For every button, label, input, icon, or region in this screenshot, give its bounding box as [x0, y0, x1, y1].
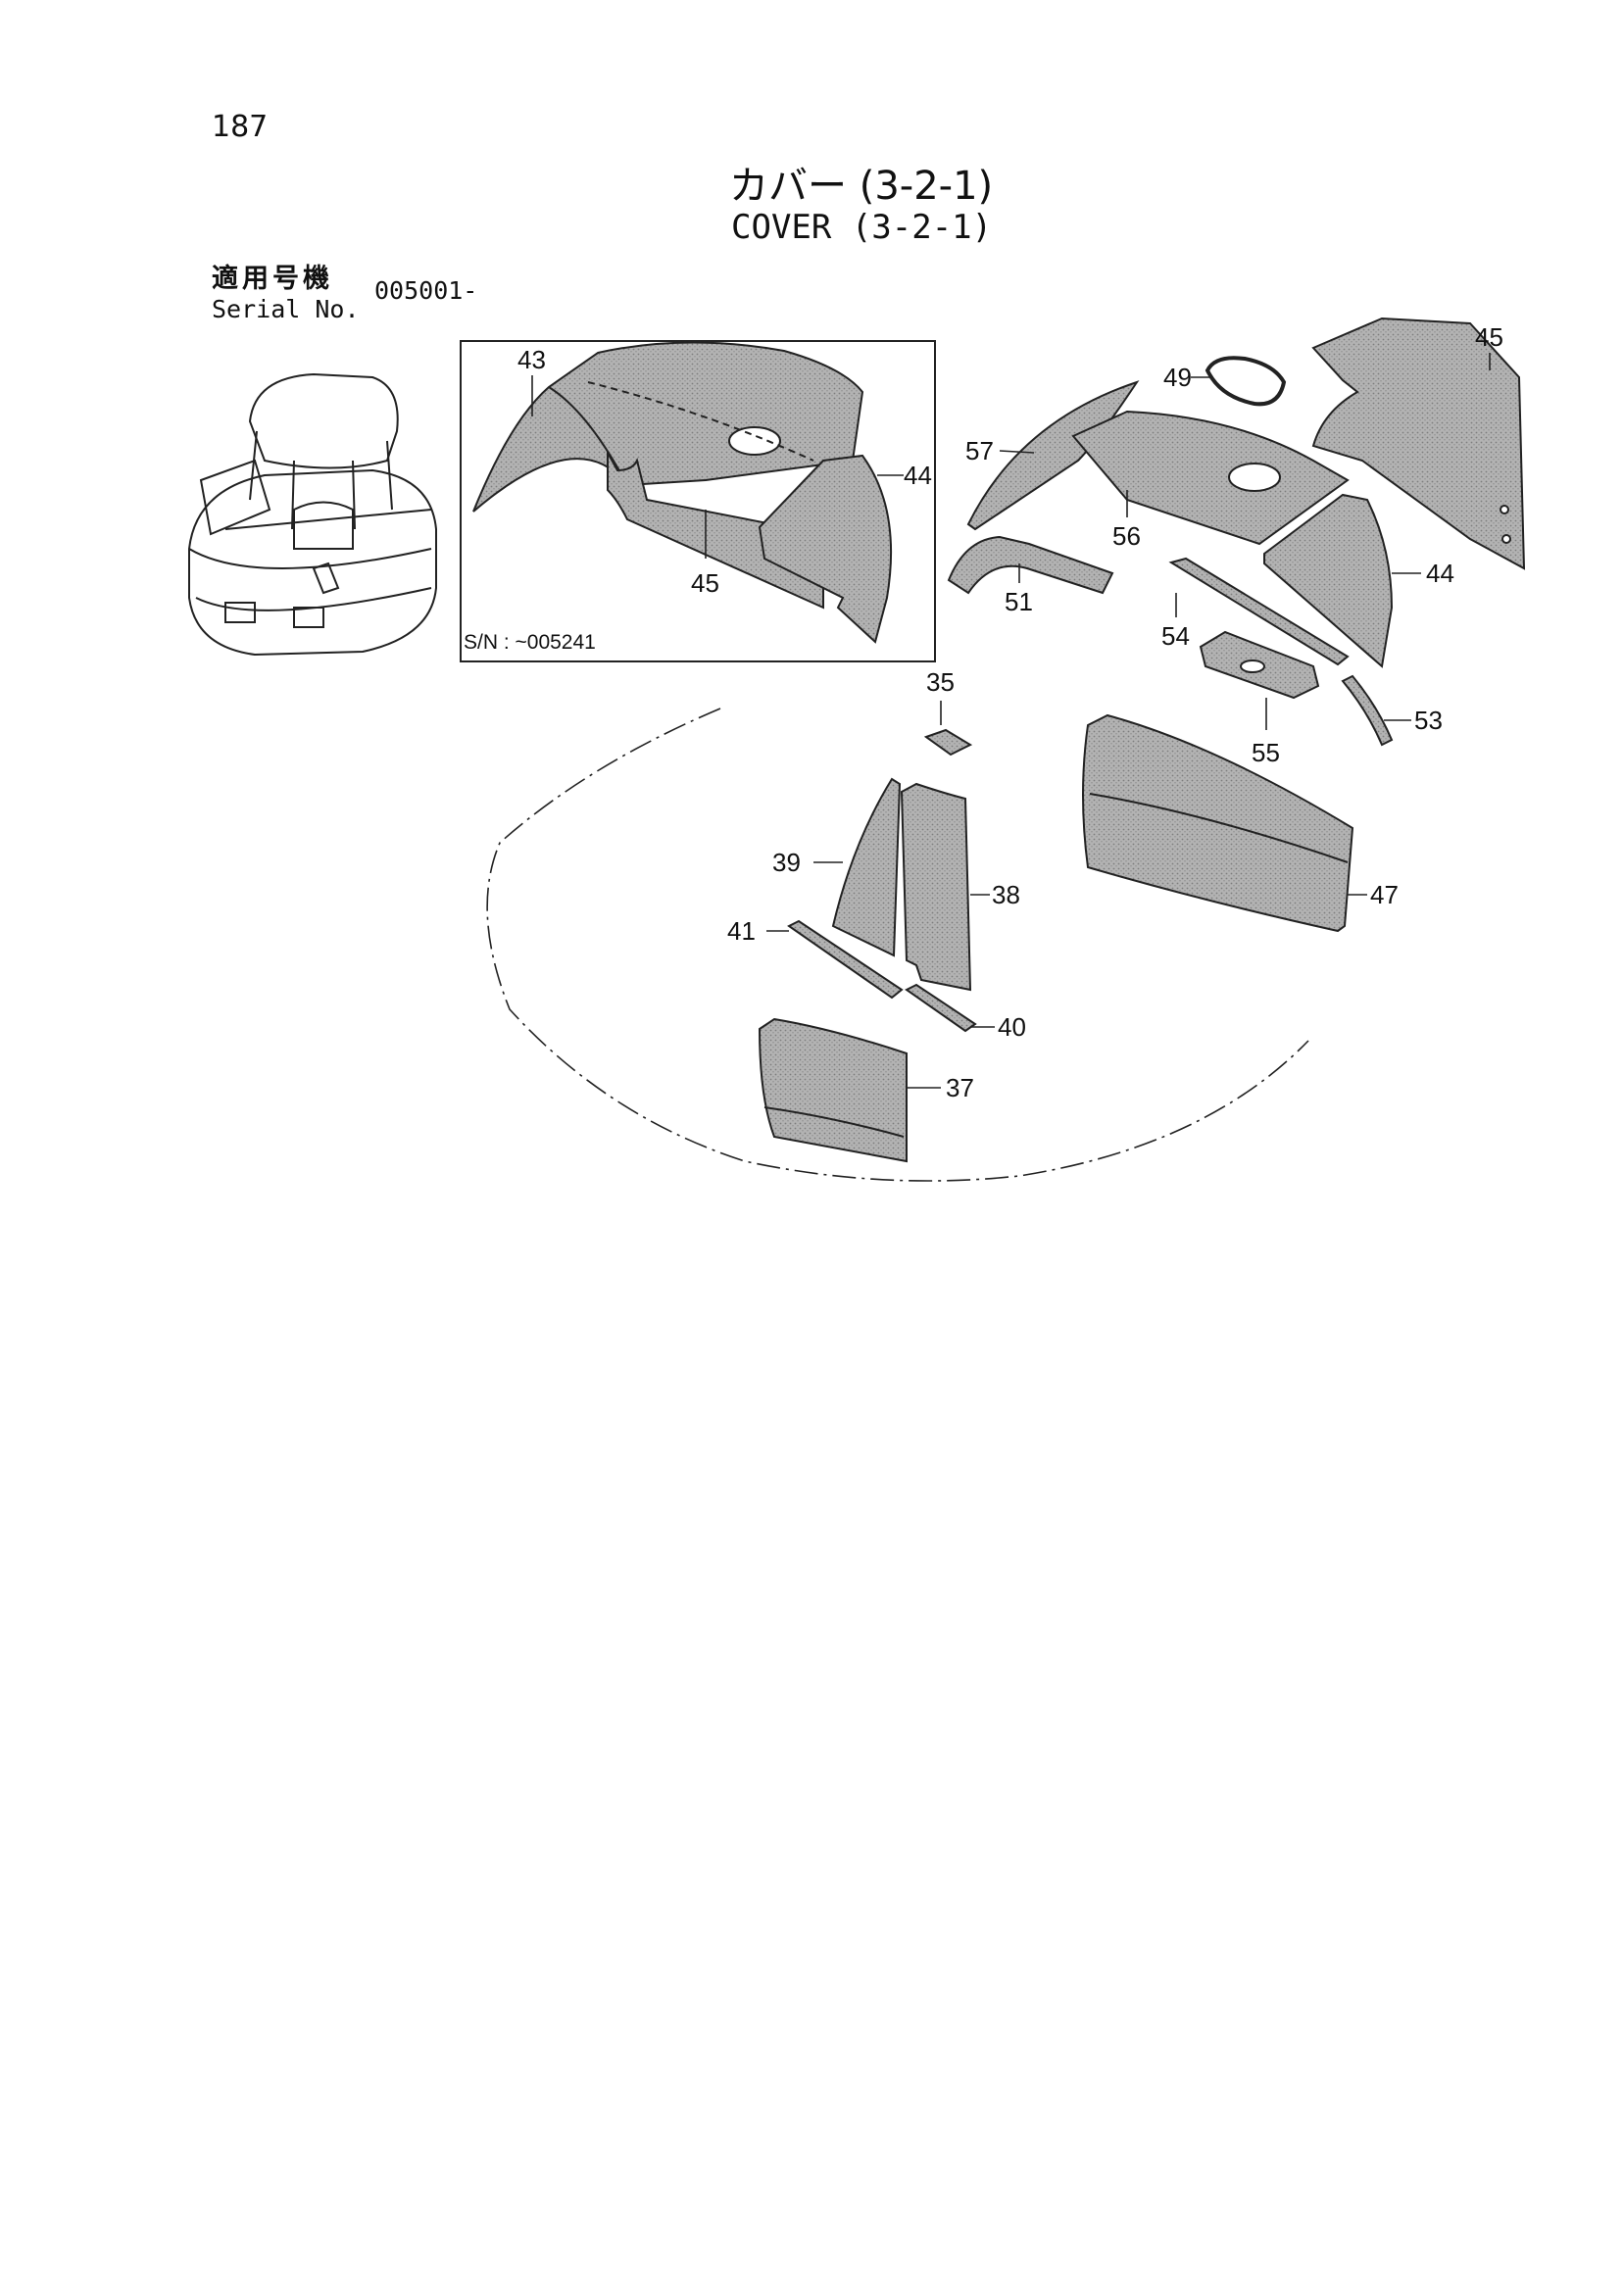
inset-frame — [460, 340, 936, 662]
callout-53: 53 — [1414, 706, 1443, 735]
callout-51: 51 — [1005, 587, 1033, 616]
serial-label-japanese: 適用号機 — [212, 264, 333, 294]
callout-57: 57 — [965, 436, 994, 465]
callout-55: 55 — [1252, 738, 1280, 767]
callout-44: 44 — [1426, 559, 1454, 588]
callout-45-inset: 45 — [691, 568, 719, 598]
inset-parts — [472, 341, 893, 644]
callout-38: 38 — [992, 880, 1020, 909]
serial-label-english: Serial No. — [212, 295, 360, 323]
callout-54: 54 — [1161, 621, 1190, 651]
callout-37: 37 — [946, 1073, 974, 1102]
leader-lines — [531, 353, 1491, 1089]
inset-serial-note: S/N : ~005241 — [464, 631, 596, 654]
serial-number-value: 005001- — [374, 276, 478, 305]
page-title-english: COVER (3-2-1) — [731, 208, 993, 247]
callout-49: 49 — [1163, 363, 1192, 392]
callout-56: 56 — [1112, 521, 1141, 551]
callout-41: 41 — [727, 916, 756, 946]
machine-overview-thumbnail — [188, 372, 437, 657]
callout-40: 40 — [998, 1012, 1026, 1042]
callout-43: 43 — [517, 345, 546, 374]
callout-35: 35 — [926, 667, 955, 697]
page-number: 187 — [212, 110, 269, 144]
callout-44-inset: 44 — [904, 461, 932, 490]
callout-45: 45 — [1475, 322, 1503, 352]
exploded-parts — [758, 317, 1526, 1163]
callout-47: 47 — [1370, 880, 1399, 909]
page-title-japanese: カバー (3-2-1) — [729, 164, 994, 209]
callout-39: 39 — [772, 848, 801, 877]
